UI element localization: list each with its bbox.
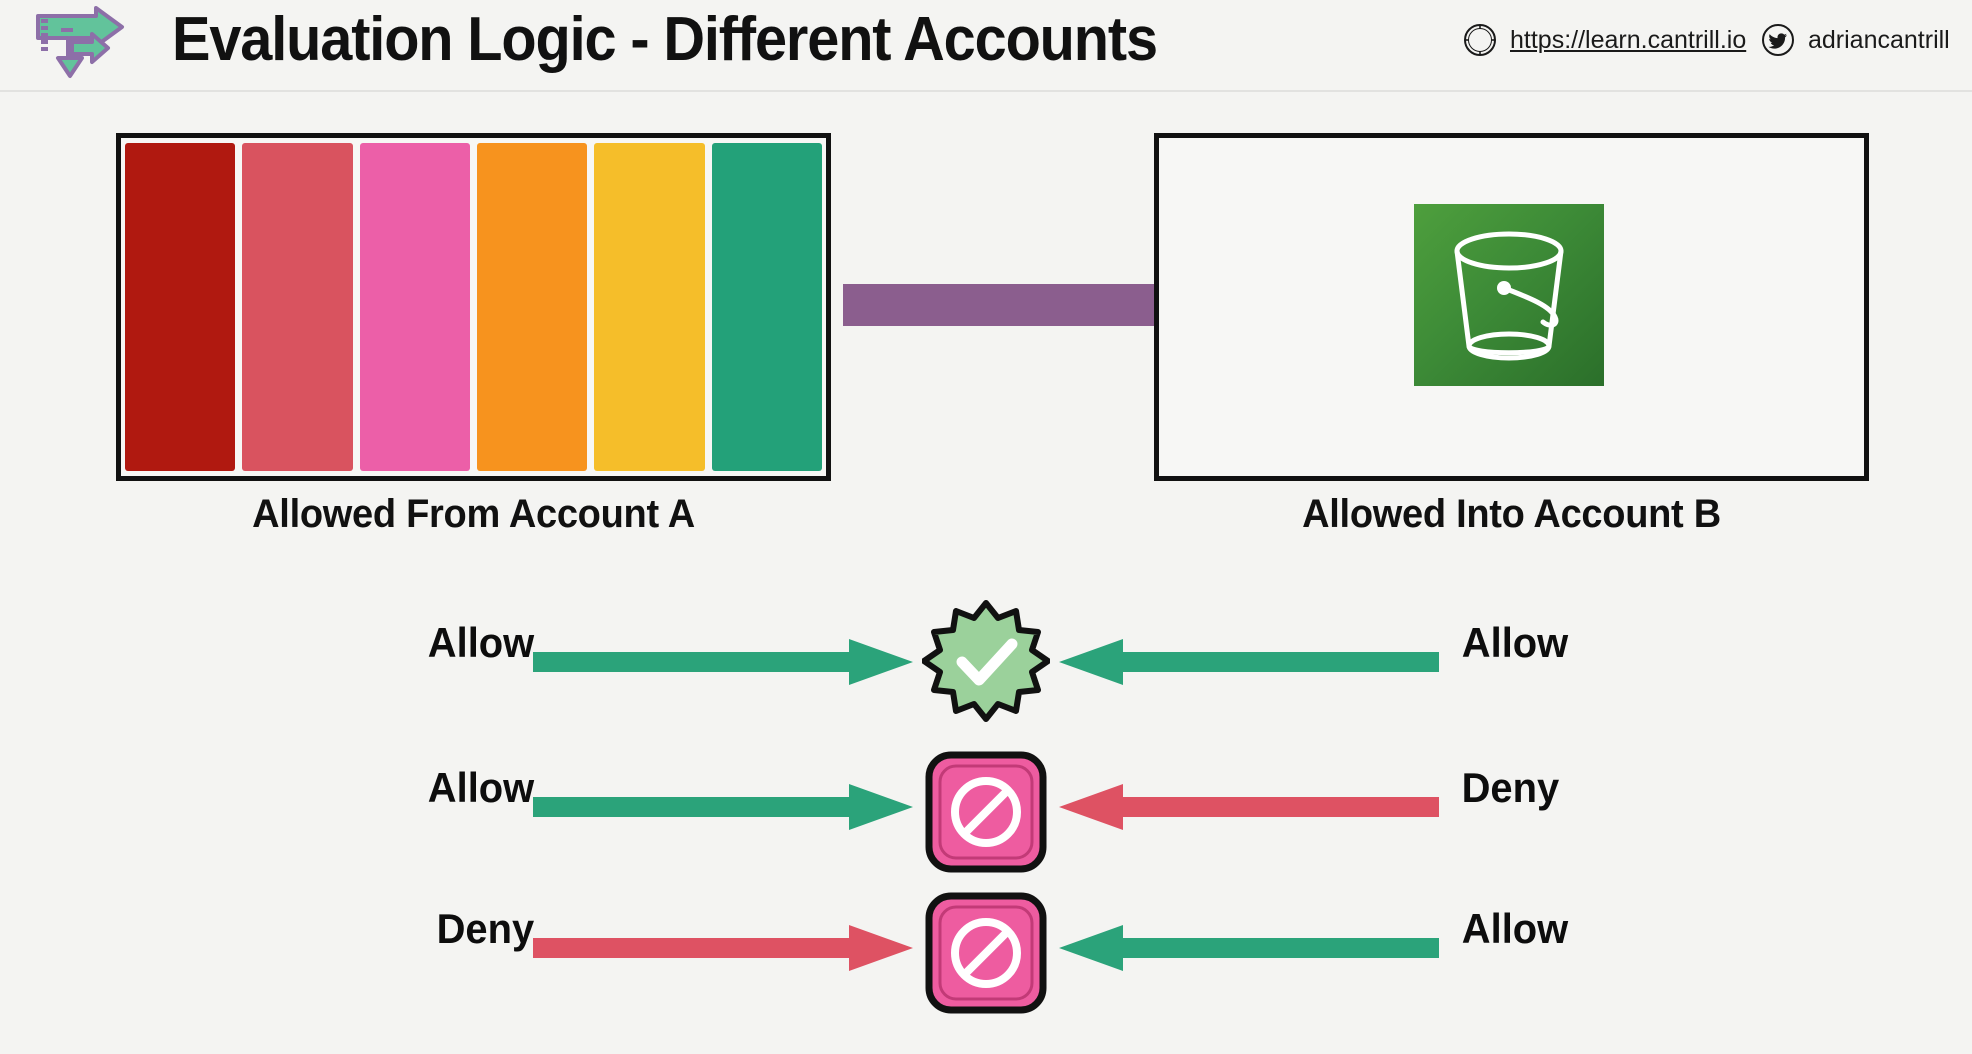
policy-bar-4 xyxy=(476,143,588,471)
site-link[interactable]: https://learn.cantrill.io xyxy=(1462,22,1746,58)
compass-icon xyxy=(1462,22,1498,58)
row-3-right-label: Allow xyxy=(1461,905,1569,952)
no-entry-icon xyxy=(922,744,1050,880)
row-1-right-label: Allow xyxy=(1461,619,1569,666)
check-badge-icon xyxy=(922,599,1050,735)
transfer-arrow xyxy=(843,250,1393,360)
page-title: Evaluation Logic - Different Accounts xyxy=(172,5,1158,74)
no-entry-icon xyxy=(922,885,1050,1021)
evaluation-row-3: Deny Allow xyxy=(0,892,1972,1014)
twitter-handle-text: adriancantrill xyxy=(1808,25,1950,54)
account-a-policy-box xyxy=(116,133,831,481)
branch-arrow-logo-icon xyxy=(24,4,130,88)
row-1-right-arrow-icon xyxy=(1059,639,1439,685)
policy-bar-2 xyxy=(242,143,353,471)
row-3-right-arrow-icon xyxy=(1059,925,1439,971)
row-2-right-arrow-icon xyxy=(1059,784,1439,830)
row-1-left-arrow-icon xyxy=(533,639,913,685)
row-2-left-label: Allow xyxy=(427,764,535,811)
site-url-text[interactable]: https://learn.cantrill.io xyxy=(1510,25,1747,54)
row-2-right-label: Deny xyxy=(1461,764,1560,811)
policy-bar-3 xyxy=(359,143,470,471)
row-1-left-label: Allow xyxy=(427,619,535,666)
policy-bar-5 xyxy=(594,143,705,471)
policy-bar-6 xyxy=(711,143,822,471)
account-a-label: Allowed From Account A xyxy=(252,492,695,536)
twitter-handle[interactable]: adriancantrill xyxy=(1760,22,1950,58)
page-header: Evaluation Logic - Different Accounts ht… xyxy=(0,0,1972,92)
evaluation-row-2: Allow Deny xyxy=(0,751,1972,873)
account-b-label: Allowed Into Account B xyxy=(1302,492,1721,536)
row-3-left-arrow-icon xyxy=(533,925,913,971)
s3-bucket-icon xyxy=(1414,204,1604,386)
evaluation-row-1: Allow Allow xyxy=(0,600,1972,727)
row-3-left-label: Deny xyxy=(436,905,535,952)
policy-bar-1 xyxy=(125,143,236,471)
twitter-bird-icon xyxy=(1760,22,1796,58)
row-2-left-arrow-icon xyxy=(533,784,913,830)
